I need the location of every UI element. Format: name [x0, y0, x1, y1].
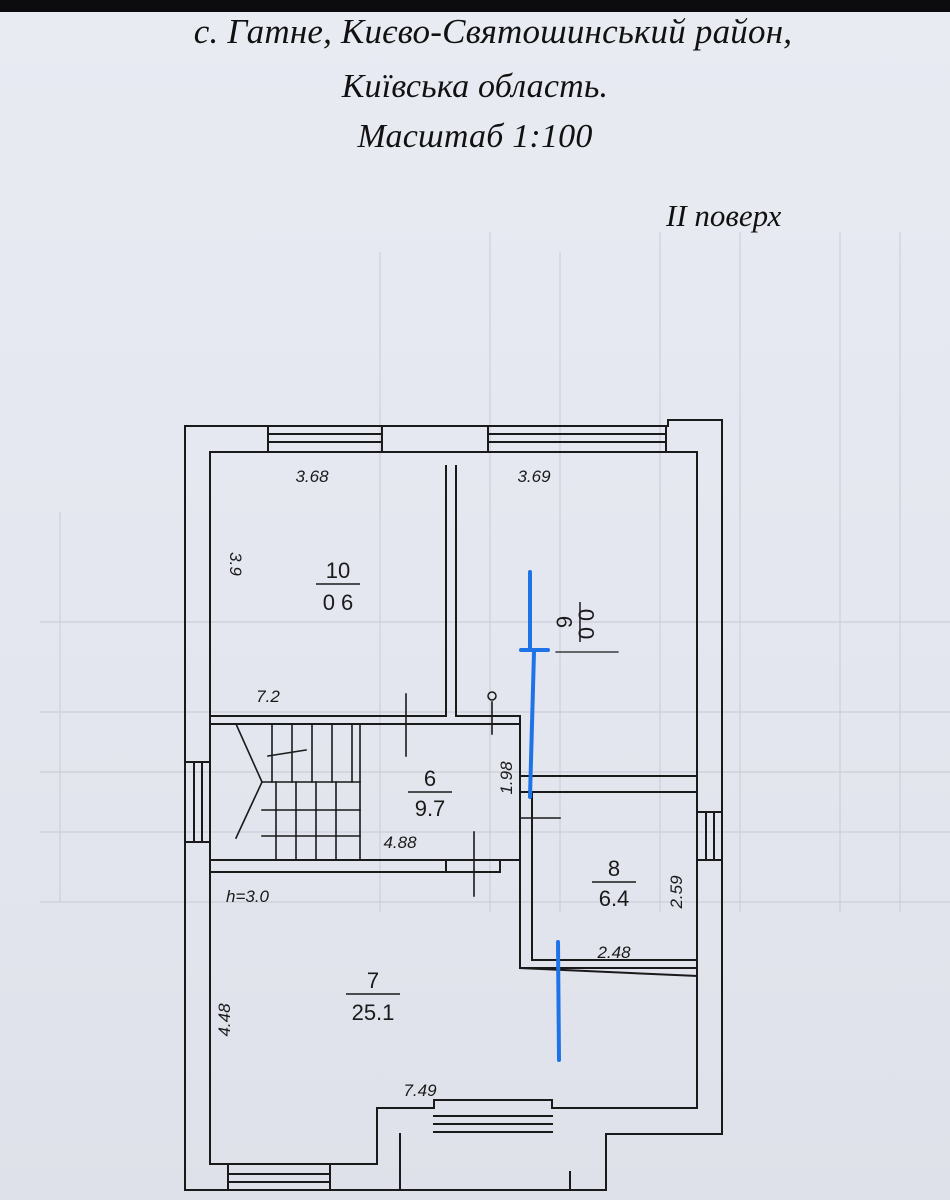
room-10-number: 10: [326, 558, 350, 583]
wall-under-room-10: [209, 715, 447, 725]
dim-3-9: 3.9: [226, 552, 245, 576]
room-6-number: 6: [424, 766, 436, 791]
outer-wall: [184, 419, 723, 1191]
partition-10-9: [445, 465, 457, 717]
window-balcony: [433, 1115, 553, 1133]
window-top-left: [267, 425, 383, 453]
room-7-number: 7: [367, 968, 379, 993]
floor-plan: 10 0 6 9 0 0 6 9.7 8 6.4 7 25.1 3.68 3.6…: [184, 419, 723, 1191]
dim-3-69: 3.69: [517, 467, 551, 486]
room-9-number: 9: [552, 616, 577, 628]
inner-wall: [209, 451, 698, 1165]
dim-4-48: 4.48: [215, 1003, 234, 1037]
document-page: с. Гатне, Києво-Святошинський район, Киї…: [0, 12, 950, 1200]
room-7-area: 25.1: [352, 1000, 395, 1025]
wall-under-room-9: [455, 715, 521, 725]
floor-label: II поверх: [666, 198, 782, 233]
room-8-walls: [518, 791, 699, 978]
room-10-area: 0 6: [323, 590, 354, 615]
dim-4-88: 4.88: [383, 833, 417, 852]
window-bottom: [227, 1163, 331, 1191]
window-top-right: [487, 425, 667, 453]
window-right: [696, 811, 723, 861]
room-6-area: 9.7: [415, 796, 446, 821]
header-line-2: Київська область.: [341, 68, 609, 105]
dim-7-49: 7.49: [403, 1081, 437, 1100]
ceiling-height: h=3.0: [226, 887, 270, 906]
dim-7-2: 7.2: [256, 687, 280, 706]
window-left: [184, 761, 211, 843]
dim-2-59: 2.59: [667, 875, 686, 910]
room-8-number: 8: [608, 856, 620, 881]
dim-1-98: 1.98: [497, 761, 516, 795]
annotation-marks: [519, 570, 561, 1062]
header-line-3: Масштаб 1:100: [357, 118, 593, 155]
header-line-1: с. Гатне, Києво-Святошинський район,: [193, 12, 793, 51]
staircase: [209, 722, 361, 861]
wall-room-9-8: [519, 775, 698, 793]
room-9-area: 0 0: [574, 609, 599, 640]
room-8-area: 6.4: [599, 886, 630, 911]
dim-3-68: 3.68: [295, 467, 329, 486]
bleed-through-table: [40, 232, 950, 912]
dim-2-48: 2.48: [596, 943, 631, 962]
